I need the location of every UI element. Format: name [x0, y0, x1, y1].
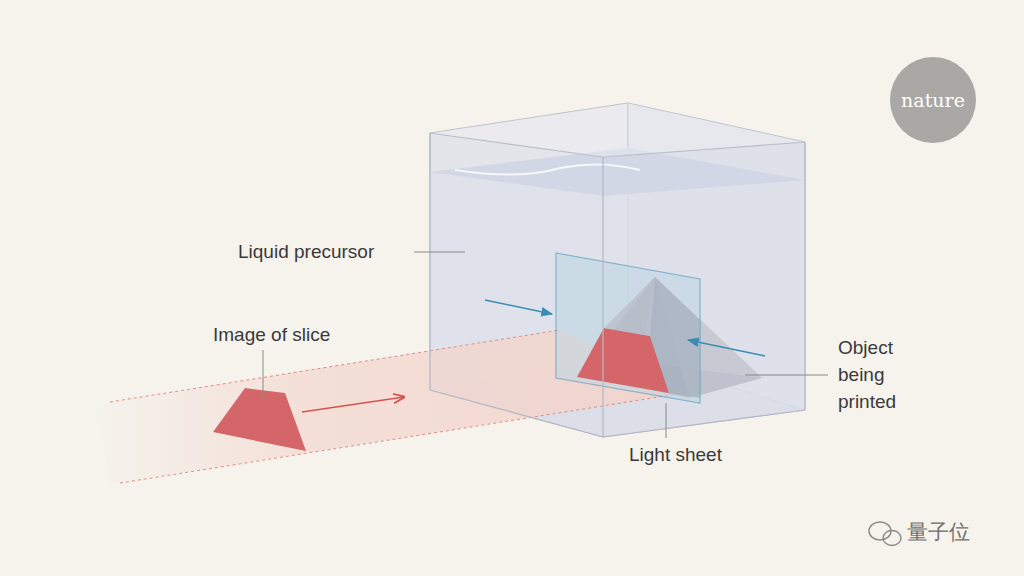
logo-circle: nature — [890, 57, 976, 143]
watermark: 量子位 — [907, 518, 970, 545]
beam-arrow — [302, 397, 404, 412]
leader-line — [263, 350, 264, 400]
part-label: Image of slice — [213, 321, 330, 348]
slice-image — [213, 388, 306, 451]
part-label: Object being printed — [838, 334, 930, 415]
part-label: Light sheet — [629, 441, 722, 468]
sheet-arrow — [688, 340, 765, 356]
leader-line — [745, 375, 828, 376]
part-label: Liquid precursor — [238, 238, 374, 265]
leader-line — [666, 403, 667, 438]
light-sheet — [556, 253, 700, 403]
leader-line — [414, 252, 465, 253]
logo-text: nature — [901, 89, 965, 111]
wechat-icon — [869, 522, 901, 546]
sheet-arrow — [485, 300, 552, 314]
